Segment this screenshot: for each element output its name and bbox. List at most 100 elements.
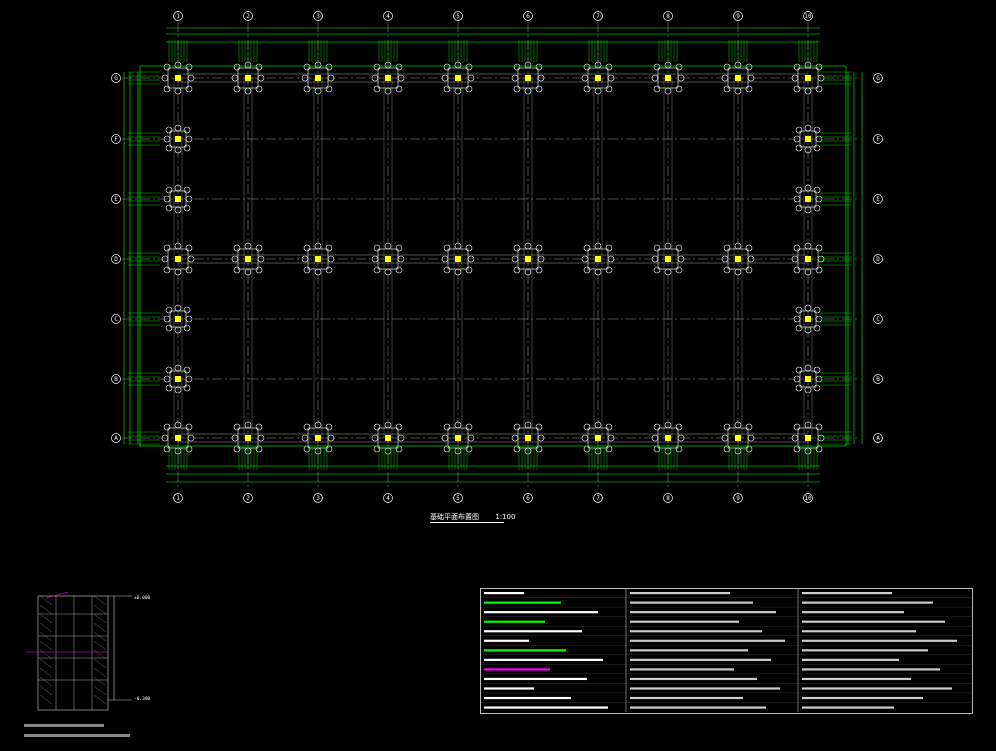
hatch-line [39, 685, 53, 696]
pile-circle [257, 74, 265, 82]
pile-circle [795, 324, 803, 332]
axis-bubble-label: 1 [176, 13, 180, 20]
pile-circle [161, 434, 169, 442]
note-text-line [630, 620, 739, 623]
pile-circle [163, 85, 171, 93]
axis-bubble-label: E [876, 196, 880, 203]
section-notes [24, 724, 130, 737]
pile-circle [535, 63, 543, 71]
pile-circle [165, 204, 173, 212]
pile-circle [185, 244, 193, 252]
axis-bubble-circle [111, 433, 121, 443]
column-mark [665, 75, 671, 81]
pile-circle [793, 195, 801, 203]
axis-bubble-circle [663, 493, 673, 503]
column-mark [525, 435, 531, 441]
pile-circle [734, 268, 742, 276]
note-text-line [802, 696, 923, 700]
pile-circle [384, 242, 392, 250]
column-mark [315, 75, 321, 81]
note-text-line [802, 658, 899, 661]
pile-circle [583, 423, 591, 431]
pile-circle [174, 206, 182, 214]
pile-circle [815, 315, 823, 323]
pile-circle [185, 85, 193, 93]
note-text-line [630, 611, 776, 614]
note-text-line [630, 649, 748, 652]
pile-circle [185, 195, 193, 203]
pile-circle [185, 63, 193, 71]
pile-circle [795, 384, 803, 392]
axis-bubble-label: C [114, 316, 118, 323]
axis-bubble-label: 5 [456, 13, 460, 20]
pile-circle [301, 434, 309, 442]
pile-circle [793, 315, 801, 323]
axis-bubble-label: 5 [456, 495, 460, 502]
column-mark [595, 435, 601, 441]
pile-circle [231, 74, 239, 82]
pile-circle [233, 85, 241, 93]
pile-circle [511, 434, 519, 442]
pile-circle [813, 186, 821, 194]
pile-circle [804, 386, 812, 394]
column-mark [315, 435, 321, 441]
pile-circle [513, 423, 521, 431]
pile-circle [747, 74, 755, 82]
pile-circle [174, 242, 182, 250]
pile-circle [721, 434, 729, 442]
pile-circle [233, 244, 241, 252]
axis-bubble-label: 4 [386, 495, 390, 502]
note-text-line [484, 611, 598, 614]
pile-cap [793, 184, 823, 214]
pile-circle [161, 255, 169, 263]
pile-circle [651, 255, 659, 263]
column-mark [735, 75, 741, 81]
pile-circle [804, 304, 812, 312]
section-detail: ±0.000-0.300 [24, 591, 151, 737]
axis-bubble-left-C: C [111, 314, 121, 324]
pile-circle [664, 242, 672, 250]
pile-circle [675, 423, 683, 431]
axis-bubble-label: 8 [666, 495, 670, 502]
axis-bubble-label: 3 [316, 495, 320, 502]
pile-circle [804, 184, 812, 192]
pile-circle [174, 146, 182, 154]
pile-cap [161, 242, 195, 276]
hatch-line [93, 595, 107, 606]
pile-circle [524, 421, 532, 429]
pile-cap [301, 61, 335, 95]
axis-bubble-label: 10 [804, 13, 812, 20]
axis-bubble-label: C [876, 316, 880, 323]
pile-circle [804, 146, 812, 154]
pile-circle [795, 306, 803, 314]
hatch-line [93, 658, 107, 669]
column-mark [315, 256, 321, 262]
pile-circle [397, 255, 405, 263]
pile-circle [511, 255, 519, 263]
note-text-line [630, 706, 766, 709]
axis-bubble-circle [873, 254, 883, 264]
hatch-line [39, 649, 53, 660]
axis-bubble-left-E: E [111, 194, 121, 204]
note-text-line [802, 677, 911, 681]
pile-circle [793, 135, 801, 143]
axis-bubble-circle [383, 11, 393, 21]
pile-circle [747, 255, 755, 263]
pile-circle [815, 266, 823, 274]
pile-circle [734, 87, 742, 95]
pile-circle [454, 268, 462, 276]
pile-circle [257, 255, 265, 263]
column-mark [525, 256, 531, 262]
column-mark [805, 136, 811, 142]
column-mark [805, 75, 811, 81]
pile-cap [511, 242, 545, 276]
pile-circle [395, 266, 403, 274]
axis-bubble-bottom-7: 7 [593, 493, 603, 503]
pile-circle [664, 87, 672, 95]
axis-bubble-left-D: D [111, 254, 121, 264]
pile-circle [384, 268, 392, 276]
pile-circle [467, 434, 475, 442]
pile-circle [395, 423, 403, 431]
axis-bubble-label: E [114, 196, 118, 203]
axis-bubble-circle [593, 493, 603, 503]
